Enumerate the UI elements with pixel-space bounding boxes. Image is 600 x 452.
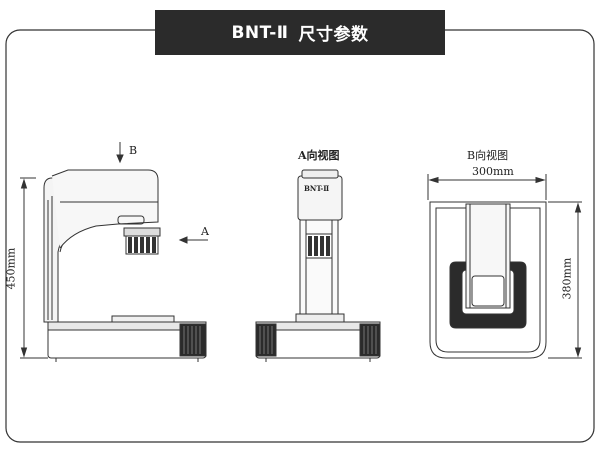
lens-collar bbox=[123, 227, 161, 237]
model-name: BNT-Ⅱ bbox=[231, 22, 289, 43]
side-view bbox=[20, 142, 208, 362]
top-base-inner bbox=[435, 207, 541, 353]
height-dim-arrow-bottom bbox=[20, 347, 28, 358]
arrow-b-head bbox=[116, 154, 124, 164]
head-housing bbox=[51, 169, 159, 249]
depth-dim-label: 380mm bbox=[560, 257, 574, 300]
title-bar: BNT-Ⅱ 尺寸参数 bbox=[155, 10, 445, 55]
width-dim-arrow-left bbox=[428, 176, 439, 184]
front-base-left-panel bbox=[255, 323, 277, 357]
front-lens-grip bbox=[308, 236, 330, 256]
width-dim-arrow-right bbox=[535, 176, 546, 184]
front-panel-label: BNT-Ⅱ bbox=[304, 184, 330, 193]
front-view-title: A向视图 bbox=[298, 149, 340, 162]
arrow-a-label: A bbox=[201, 225, 209, 238]
front-base-right-panel bbox=[359, 323, 381, 357]
depth-dim-arrow-top bbox=[574, 202, 582, 213]
front-head bbox=[297, 175, 343, 221]
head-slot bbox=[117, 215, 145, 225]
top-view-title: B向视图 bbox=[467, 149, 509, 162]
depth-dim-arrow-bottom bbox=[574, 347, 582, 358]
page-title: 尺寸参数 bbox=[298, 25, 369, 45]
arrow-a-head bbox=[178, 236, 188, 244]
front-view bbox=[255, 169, 381, 362]
side-base-panel-lines bbox=[183, 326, 201, 354]
height-dim-arrow-top bbox=[20, 178, 28, 189]
front-stage bbox=[295, 313, 345, 323]
top-view bbox=[427, 174, 582, 359]
height-dim-label: 450mm bbox=[4, 247, 18, 290]
width-dim-label: 300mm bbox=[472, 165, 514, 178]
top-lens bbox=[471, 275, 505, 307]
front-base-panel-lines bbox=[259, 326, 377, 354]
arrow-b-label: B bbox=[129, 144, 138, 157]
front-head-top bbox=[301, 169, 339, 179]
arm-inner-lines bbox=[47, 196, 53, 320]
lens-grip bbox=[128, 237, 156, 253]
side-stage bbox=[111, 315, 175, 323]
